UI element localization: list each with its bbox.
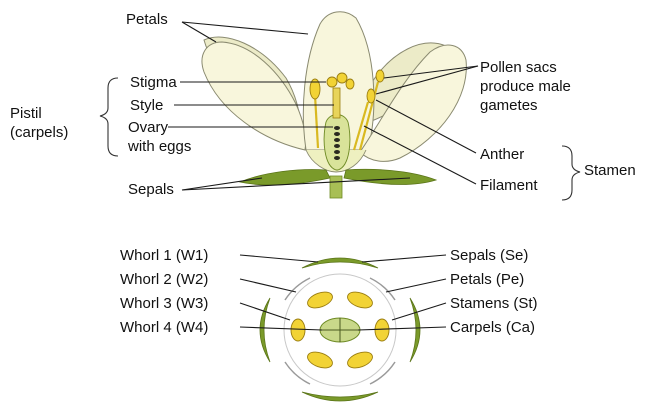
label-anther: Anther — [480, 146, 524, 163]
stamen-brace — [562, 146, 580, 200]
part-label-sepals: Sepals (Se) — [450, 247, 528, 264]
label-stamen: Stamen — [584, 162, 636, 179]
whorl-label-3: Whorl 3 (W3) — [120, 295, 208, 312]
style-column — [333, 88, 340, 118]
floral-diagram — [260, 258, 420, 401]
label-filament: Filament — [480, 177, 538, 194]
whorl-label-1: Whorl 1 (W1) — [120, 247, 208, 264]
label-pollen-line2: produce male — [480, 78, 571, 95]
sepal-arc-right — [410, 298, 420, 362]
sepal-arc-left — [260, 298, 270, 362]
label-style: Style — [130, 97, 163, 114]
label-ovary-line1: Ovary — [128, 119, 169, 136]
label-pistil-line1: Pistil — [10, 105, 42, 122]
label-ovary-line2: with eggs — [127, 138, 191, 155]
stem — [330, 176, 342, 198]
sepal-right — [344, 169, 436, 184]
label-pollen-line3: gametes — [480, 97, 538, 114]
ovary — [324, 115, 350, 171]
whorl-label-4: Whorl 4 (W4) — [120, 319, 208, 336]
sepal-arc-top — [302, 258, 378, 268]
pistil-brace — [100, 78, 118, 156]
label-pollen-line1: Pollen sacs — [480, 59, 557, 76]
whorl-label-2: Whorl 2 (W2) — [120, 271, 208, 288]
label-stigma: Stigma — [130, 74, 177, 91]
part-label-petals: Petals (Pe) — [450, 271, 524, 288]
part-label-carpels: Carpels (Ca) — [450, 319, 535, 336]
label-sepals: Sepals — [128, 181, 174, 198]
part-label-stamens: Stamens (St) — [450, 295, 538, 312]
sepal-arc-bottom — [302, 392, 378, 401]
petal-left — [202, 42, 306, 150]
label-petals: Petals — [126, 11, 168, 28]
label-pistil-line2: (carpels) — [10, 124, 68, 141]
